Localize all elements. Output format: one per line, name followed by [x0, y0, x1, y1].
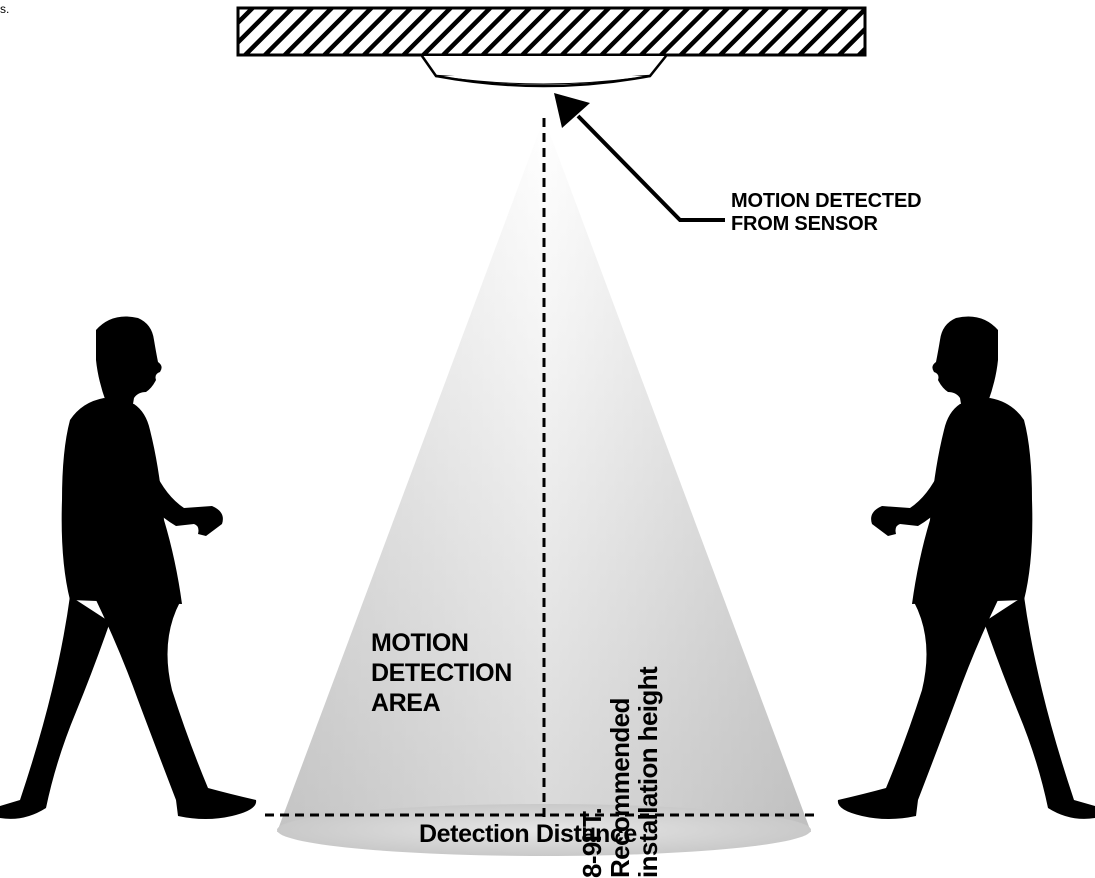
cone-base-ellipse	[277, 804, 811, 856]
left-man-arm	[120, 410, 223, 536]
sensor-lens	[435, 74, 651, 88]
ceiling-plate	[236, 6, 867, 57]
left-man-front-leg	[96, 600, 257, 819]
area-line-1: MOTION	[371, 629, 469, 657]
detection-distance-label: Detection Distance	[419, 820, 637, 848]
area-line-3: AREA	[371, 689, 441, 717]
ceiling-sensor-icon	[236, 6, 867, 88]
callout-line-1: MOTION DETECTED	[731, 190, 922, 212]
corner-text: s.	[0, 2, 10, 16]
right-man-torso	[912, 398, 1033, 604]
right-man-head	[932, 316, 998, 410]
right-man-front-leg	[837, 600, 998, 819]
motion-sensor-diagram	[0, 6, 1095, 856]
area-line-2: DETECTION	[371, 659, 512, 687]
left-man-back-leg	[0, 596, 110, 819]
detection-area-label: MOTION DETECTION AREA	[371, 628, 512, 718]
callout-arrow-icon	[554, 93, 725, 222]
callout-arrowhead	[554, 93, 590, 128]
callout-label: MOTION DETECTED FROM SENSOR	[731, 190, 922, 236]
cone-shading	[277, 118, 811, 832]
height-line-3: installation height	[633, 666, 663, 878]
callout-line-2: FROM SENSOR	[731, 213, 878, 235]
detection-cone	[277, 118, 811, 856]
sensor-lens-inner	[449, 77, 637, 85]
left-man-head	[96, 316, 162, 410]
left-man-torso	[61, 398, 182, 604]
right-man-arm	[871, 410, 974, 536]
walking-man-right-icon	[0, 316, 257, 819]
walking-man-left-icon	[837, 316, 1095, 819]
callout-leader-line	[576, 114, 725, 222]
right-man-back-leg	[984, 596, 1095, 819]
